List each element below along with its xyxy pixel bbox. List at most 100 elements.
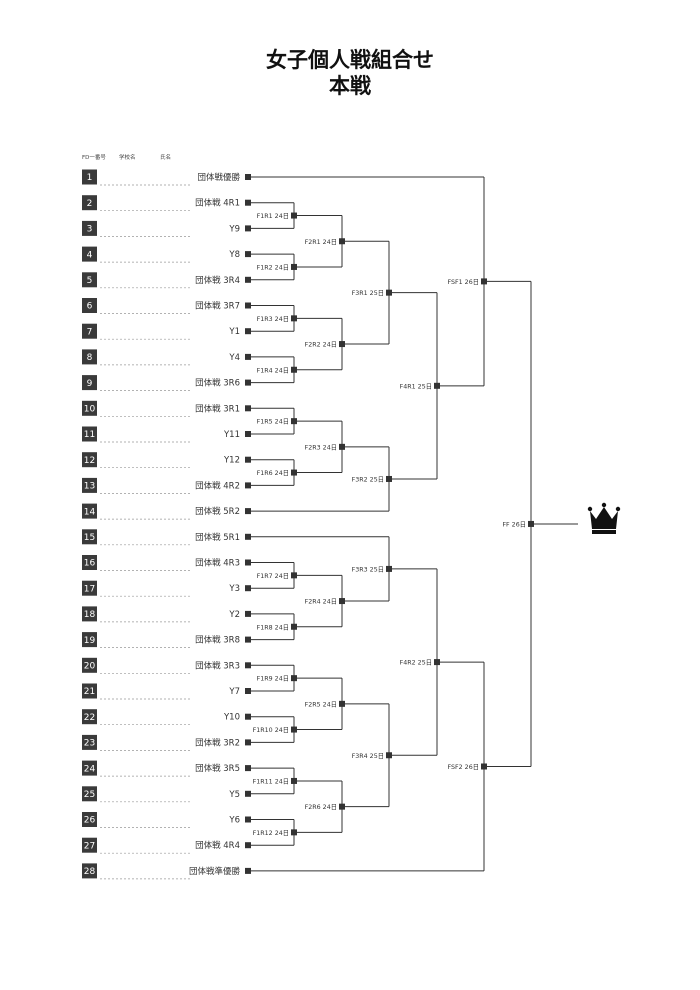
entry-number: 20 bbox=[84, 662, 96, 672]
entry-number: 6 bbox=[87, 302, 93, 312]
match-label: F1R2 24日 bbox=[257, 263, 289, 271]
match-label: F2R5 24日 bbox=[305, 700, 337, 708]
match-label: F3R4 25日 bbox=[352, 752, 384, 760]
match-node bbox=[291, 675, 297, 682]
entry-number: 22 bbox=[84, 713, 95, 723]
entry-number-box bbox=[82, 632, 97, 648]
match-node bbox=[434, 382, 440, 389]
slot-label: 団体戦 3R3 bbox=[195, 660, 240, 671]
entry-number-box bbox=[82, 323, 97, 339]
slot-node bbox=[245, 456, 251, 463]
slot-label: 団体戦 4R1 bbox=[195, 198, 240, 209]
entry-number-box bbox=[82, 529, 97, 545]
match-label: F1R1 24日 bbox=[257, 212, 289, 220]
entry-number-box bbox=[82, 375, 97, 391]
slot-node bbox=[245, 328, 251, 335]
slot-node bbox=[245, 765, 251, 772]
match-node bbox=[339, 238, 345, 245]
slot-label: Y9 bbox=[228, 224, 240, 234]
match-label: F3R1 25日 bbox=[352, 289, 384, 297]
match-node bbox=[291, 777, 297, 784]
slot-label: Y10 bbox=[223, 713, 240, 723]
match-node bbox=[386, 565, 392, 572]
match-label: FF 26日 bbox=[502, 520, 526, 528]
entry-number-box bbox=[82, 477, 97, 493]
match-label: F4R2 25日 bbox=[400, 659, 432, 667]
slot-node bbox=[245, 867, 251, 874]
slot-node bbox=[245, 739, 251, 746]
entry-number-box bbox=[82, 683, 97, 699]
slot-label: Y3 bbox=[228, 584, 240, 594]
crown-icon bbox=[587, 502, 621, 534]
match-label: F1R4 24日 bbox=[257, 366, 289, 374]
match-label: F1R7 24日 bbox=[257, 572, 289, 580]
match-label: F1R8 24日 bbox=[257, 623, 289, 631]
slot-label: 団体戦 3R1 bbox=[195, 403, 240, 414]
slot-node bbox=[245, 431, 251, 437]
entry-number: 15 bbox=[84, 533, 95, 543]
entry-number-box bbox=[82, 452, 97, 468]
entry-number-box bbox=[82, 298, 97, 313]
crown-band bbox=[592, 530, 616, 534]
entry-number-box bbox=[82, 246, 97, 262]
slot-label: 団体戦 4R2 bbox=[195, 480, 240, 491]
entry-number-box bbox=[82, 709, 97, 725]
entry-number-box bbox=[82, 169, 97, 185]
entry-number: 11 bbox=[84, 430, 95, 440]
match-label: F3R2 25日 bbox=[352, 475, 384, 483]
entry-number: 7 bbox=[87, 327, 93, 337]
entry-number-box bbox=[82, 272, 97, 288]
match-label: F2R6 24日 bbox=[305, 803, 337, 811]
match-node bbox=[291, 366, 297, 373]
slot-node bbox=[245, 662, 251, 669]
entry-number-box bbox=[82, 400, 97, 416]
slot-node bbox=[245, 816, 251, 823]
match-node bbox=[386, 752, 392, 759]
slot-node bbox=[245, 508, 251, 515]
slot-node bbox=[245, 842, 251, 849]
crown-jewel bbox=[601, 502, 607, 508]
match-node bbox=[291, 315, 297, 322]
entry-number: 14 bbox=[84, 507, 96, 517]
slot-label: Y4 bbox=[228, 353, 240, 363]
entry-number-box bbox=[82, 812, 97, 827]
match-label: F4R1 25日 bbox=[400, 382, 432, 390]
slot-label: Y6 bbox=[228, 816, 240, 826]
slot-node bbox=[245, 585, 251, 592]
slot-label: Y12 bbox=[223, 456, 240, 466]
slot-label: Y1 bbox=[228, 327, 240, 337]
header-number: FD一番号 bbox=[82, 155, 106, 161]
slot-label: Y11 bbox=[223, 430, 240, 440]
header-school: 学校名 bbox=[119, 155, 136, 161]
match-label: F1R9 24日 bbox=[257, 675, 289, 683]
match-label: FSF1 26日 bbox=[448, 278, 479, 286]
entry-number: 12 bbox=[84, 456, 95, 466]
entry-number-box bbox=[82, 195, 97, 211]
slot-node bbox=[245, 276, 251, 283]
entry-number-box bbox=[82, 606, 97, 622]
slot-node bbox=[245, 636, 251, 643]
match-label: F1R10 24日 bbox=[253, 726, 289, 734]
entry-number-box bbox=[82, 220, 97, 236]
match-label: F1R11 24日 bbox=[253, 777, 289, 785]
crown-jewel bbox=[615, 506, 621, 512]
entry-number-box bbox=[82, 657, 97, 673]
entry-number: 24 bbox=[84, 764, 96, 774]
entry-number-box bbox=[82, 786, 97, 802]
match-label: F2R3 24日 bbox=[305, 443, 337, 451]
entry-number: 21 bbox=[84, 687, 95, 697]
match-label: F1R5 24日 bbox=[257, 418, 289, 426]
match-node bbox=[291, 623, 297, 630]
match-node bbox=[339, 700, 345, 707]
slot-label: 団体戦準優勝 bbox=[189, 866, 241, 877]
slot-label: 団体戦 4R4 bbox=[195, 840, 240, 851]
match-label: F2R4 24日 bbox=[305, 598, 337, 606]
slot-node bbox=[245, 251, 251, 258]
slot-label: 団体戦 3R6 bbox=[195, 378, 240, 389]
slot-node bbox=[245, 533, 251, 540]
slot-node bbox=[245, 713, 251, 720]
slot-label: Y7 bbox=[228, 687, 240, 697]
slot-node bbox=[245, 225, 251, 232]
entry-number: 19 bbox=[84, 636, 96, 646]
